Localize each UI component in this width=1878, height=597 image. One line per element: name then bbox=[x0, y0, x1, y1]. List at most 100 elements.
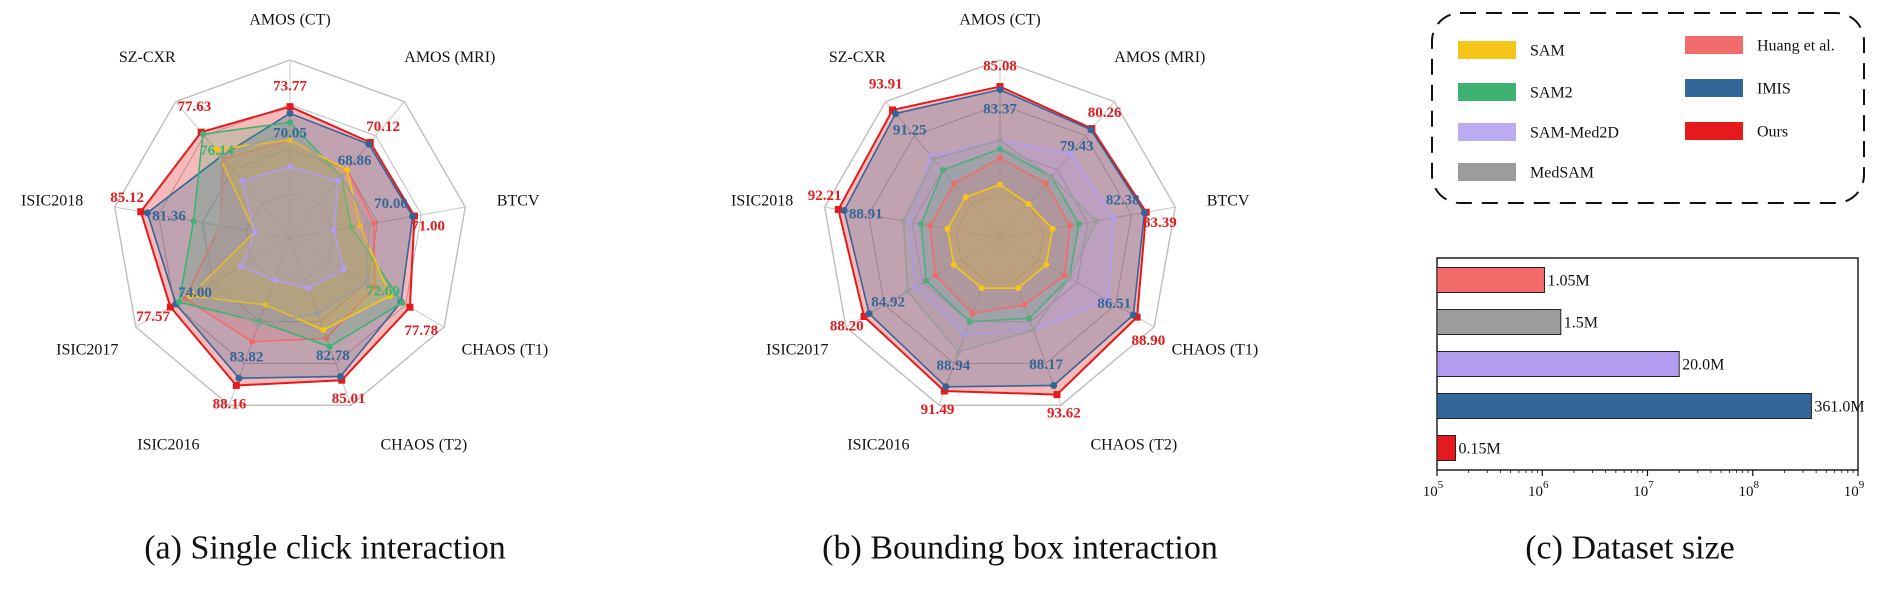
radar-series-sam2 bbox=[178, 121, 403, 348]
radar-point bbox=[255, 321, 262, 328]
radar-value-label: 71.00 bbox=[411, 219, 445, 235]
radar-point-ours bbox=[232, 381, 240, 389]
radar-axis-label: CHAOS (T2) bbox=[1091, 437, 1178, 454]
radar-value-label: 85.01 bbox=[332, 391, 366, 407]
radar-point-ours bbox=[286, 103, 294, 111]
radar-grid-ring bbox=[911, 148, 1089, 323]
radar-point bbox=[365, 140, 373, 148]
radar-point bbox=[955, 348, 962, 355]
radar-point bbox=[978, 285, 985, 292]
legend-swatch-imis bbox=[1685, 79, 1743, 97]
radar-point bbox=[840, 207, 848, 215]
radar-value-label: 76.14 bbox=[200, 143, 234, 159]
radar-point bbox=[918, 221, 925, 228]
radar-value-label: 73.77 bbox=[273, 79, 307, 95]
radar-point bbox=[1129, 311, 1137, 319]
radar-point bbox=[287, 128, 293, 135]
radar-point-ours bbox=[137, 208, 145, 216]
radar-spoke bbox=[175, 101, 291, 239]
radar-point bbox=[942, 383, 950, 391]
bar-x-tick-label: 105 bbox=[1423, 479, 1444, 500]
radar-point bbox=[1140, 209, 1148, 217]
radar-point bbox=[190, 217, 197, 224]
radar-point bbox=[892, 110, 900, 118]
radar-point bbox=[1067, 150, 1074, 157]
bar-sam-med2d bbox=[1436, 351, 1680, 377]
radar-value-label: 86.51 bbox=[1097, 296, 1131, 312]
radar-point bbox=[182, 295, 189, 302]
radar-point bbox=[340, 266, 347, 273]
radar-point bbox=[1104, 297, 1111, 304]
radar-spoke bbox=[999, 101, 1115, 239]
bar-x-tick-label: 106 bbox=[1528, 479, 1549, 500]
radar-spoke bbox=[824, 206, 1001, 239]
radar-point bbox=[1025, 200, 1032, 207]
radar-point bbox=[364, 279, 371, 286]
radar-series-ours bbox=[139, 105, 416, 387]
tick-base: 10 bbox=[1423, 484, 1438, 500]
radar-point bbox=[951, 180, 958, 187]
radar-point bbox=[287, 137, 293, 144]
radar-point bbox=[314, 310, 321, 317]
bar-ours bbox=[1436, 435, 1457, 461]
radar-value-label: 83.39 bbox=[1143, 215, 1177, 231]
radar-value-label: 81.36 bbox=[152, 209, 186, 225]
radar-series-ours bbox=[837, 85, 1148, 396]
radar-point bbox=[1049, 225, 1056, 232]
radar-point bbox=[338, 173, 345, 180]
radar-point bbox=[216, 222, 223, 229]
radar-point bbox=[212, 146, 219, 153]
radar-point bbox=[237, 263, 244, 270]
radar-point bbox=[199, 131, 206, 138]
bar-x-tick-label: 107 bbox=[1633, 479, 1654, 500]
radar-point bbox=[235, 374, 243, 382]
radar-axis-label: BTCV bbox=[497, 193, 540, 210]
radar-axis-label: BTCV bbox=[1207, 193, 1250, 210]
radar-axis-label: ISIC2016 bbox=[137, 437, 199, 454]
radar-value-label: 88.90 bbox=[1131, 333, 1165, 349]
radar-point bbox=[996, 86, 1004, 94]
radar-point bbox=[1061, 272, 1068, 279]
radar-point bbox=[961, 332, 968, 339]
radar-grid-ring bbox=[245, 192, 335, 281]
radar-value-label: 88.17 bbox=[1029, 357, 1063, 373]
bar-value-label: 20.0M bbox=[1682, 357, 1724, 374]
radar-spoke bbox=[289, 206, 466, 239]
radar-point bbox=[262, 301, 269, 308]
radar-value-label: 91.25 bbox=[893, 122, 927, 138]
legend-label: MedSAM bbox=[1530, 165, 1594, 182]
radar-series-sam2 bbox=[920, 148, 1080, 323]
radar-point bbox=[912, 283, 919, 290]
radar-value-label: 77.78 bbox=[404, 323, 438, 339]
radar-point bbox=[238, 177, 245, 184]
radar-point bbox=[176, 299, 183, 306]
radar-series-medsam bbox=[902, 139, 1098, 353]
radar-point bbox=[969, 310, 976, 317]
radar-axis-label: ISIC2018 bbox=[21, 193, 83, 210]
radar-grid-ring bbox=[955, 192, 1045, 281]
radar-value-label: 88.20 bbox=[830, 318, 864, 334]
radar-value-label: 74.00 bbox=[178, 285, 212, 301]
radar-value-label: 93.62 bbox=[1047, 405, 1081, 421]
radar-value-label: 82.38 bbox=[1106, 192, 1140, 208]
radar-point-ours bbox=[889, 106, 897, 114]
radar-point bbox=[1021, 301, 1028, 308]
radar-series-sam-med2d bbox=[239, 166, 345, 289]
legend-swatch-huang-et-al- bbox=[1685, 36, 1743, 54]
radar-point bbox=[143, 209, 151, 217]
radar-value-label: 70.12 bbox=[366, 119, 400, 135]
radar-point-ours bbox=[834, 205, 842, 213]
tick-base: 10 bbox=[1844, 484, 1859, 500]
radar-point bbox=[305, 285, 312, 292]
radar-point bbox=[950, 261, 957, 268]
radar-value-label: 82.78 bbox=[316, 348, 350, 364]
radar-point bbox=[1093, 217, 1100, 224]
radar-axis-label: CHAOS (T1) bbox=[1172, 342, 1259, 359]
radar-point bbox=[926, 222, 933, 229]
radar-point bbox=[251, 228, 258, 235]
radar-point bbox=[997, 181, 1003, 188]
radar-point bbox=[865, 310, 873, 318]
radar-point bbox=[286, 109, 294, 117]
legend-label: SAM-Med2D bbox=[1530, 125, 1619, 142]
